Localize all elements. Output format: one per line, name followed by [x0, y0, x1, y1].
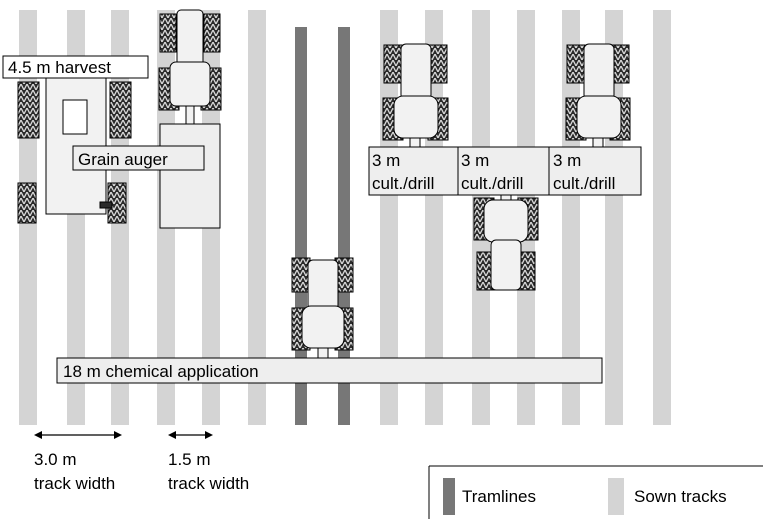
tyre — [203, 13, 221, 53]
track-width-3m — [34, 431, 122, 439]
tractor-hood — [400, 43, 432, 101]
tyre — [428, 44, 448, 84]
drill-box-1: 3 m cult./drill — [368, 146, 459, 196]
tyre — [17, 81, 40, 139]
tractor-cab — [301, 305, 345, 349]
drawbar — [409, 137, 421, 148]
tractor-cab — [483, 199, 529, 243]
drill-tractor-1 — [382, 43, 449, 148]
legend-sown-label: Sown tracks — [634, 487, 727, 506]
tractor-hood — [176, 9, 204, 67]
tyre — [17, 182, 37, 224]
tractor-hood — [490, 239, 522, 291]
tractor-cab — [576, 95, 622, 139]
drill-label-line2: cult./drill — [461, 174, 523, 193]
drill-label-line1: 3 m — [372, 151, 400, 170]
legend-tramlines-swatch — [443, 478, 455, 515]
chemical-application-boom: 18 m chemical application — [56, 357, 603, 384]
drill-tractor-2 — [473, 193, 539, 291]
drawbar — [317, 347, 329, 360]
track-width-1.5m-caption: track width — [168, 474, 249, 493]
chemical-label: 18 m chemical application — [63, 362, 259, 381]
track-width-1.5m-value: 1.5 m — [168, 450, 211, 469]
tyre — [109, 81, 132, 139]
tractor-cab — [393, 95, 439, 139]
harvester-body — [45, 71, 107, 215]
auger-box: Grain auger — [72, 145, 205, 171]
tyre — [291, 257, 311, 293]
tyre — [159, 13, 177, 53]
tractor-cab — [169, 61, 211, 107]
harvester — [17, 71, 132, 224]
harvest-label: 4.5 m harvest — [8, 58, 111, 77]
drill-tractor-3 — [565, 43, 631, 148]
tractor-hood — [307, 259, 339, 311]
harvester-cab — [62, 99, 88, 135]
drill-label-line2: cult./drill — [372, 174, 434, 193]
grain-cart — [159, 123, 221, 229]
drill-label-line2: cult./drill — [553, 174, 615, 193]
sprayer-tractor — [291, 257, 354, 360]
tyre — [383, 44, 403, 84]
drill-label-line1: 3 m — [461, 151, 489, 170]
tyre — [566, 44, 586, 84]
drill-box-3: 3 m cult./drill — [548, 146, 642, 196]
drill-box-2: 3 m cult./drill — [457, 146, 550, 196]
tractor-hood — [583, 43, 615, 101]
sown-track — [248, 10, 266, 425]
track-width-3m-value: 3.0 m — [34, 450, 77, 469]
drill-label-line1: 3 m — [553, 151, 581, 170]
grain-cart-tractor — [158, 9, 222, 229]
track-width-1.5m — [168, 431, 213, 439]
auger-label: Grain auger — [78, 150, 168, 169]
legend: Tramlines Sown tracks — [428, 465, 763, 519]
legend-sown-swatch — [608, 478, 624, 515]
sown-track — [653, 10, 671, 425]
legend-tramlines-label: Tramlines — [462, 487, 536, 506]
drawbar — [592, 137, 604, 148]
drawbar — [185, 105, 195, 125]
track-width-3m-caption: track width — [34, 474, 115, 493]
auger-spout — [99, 201, 113, 209]
harvest-box: 4.5 m harvest — [2, 55, 149, 79]
